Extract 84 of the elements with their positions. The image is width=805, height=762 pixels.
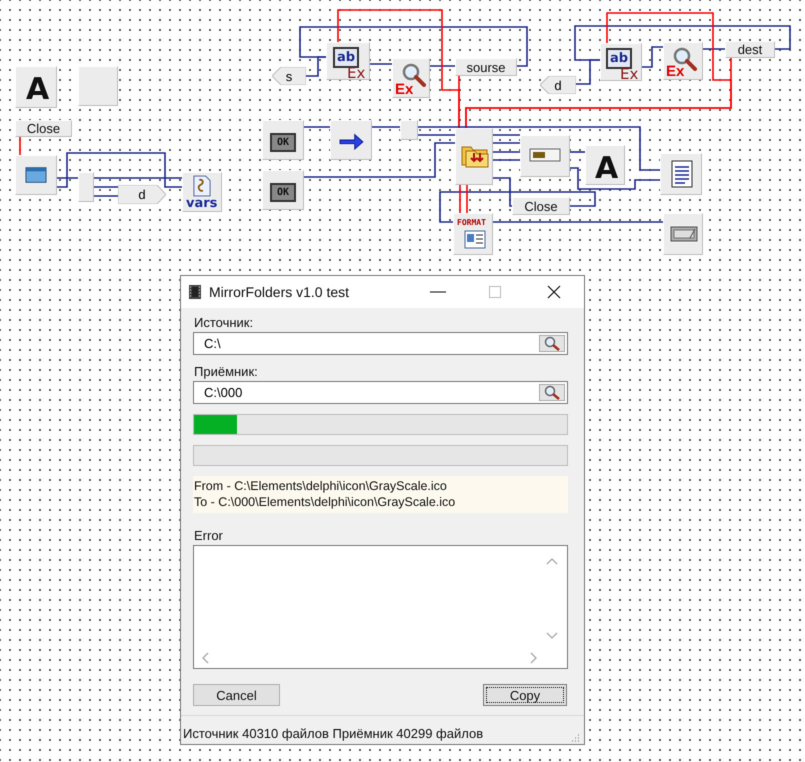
- component-label: d: [138, 188, 146, 201]
- label-glyph: A: [26, 72, 50, 107]
- data-wire: [418, 126, 660, 171]
- path-text: To - C:\000\Elements\delphi\icon\GrayScale.ico: [194, 495, 456, 509]
- field-label: Error: [194, 528, 223, 543]
- component-label: sourse: [466, 60, 506, 74]
- label-component: [585, 145, 625, 185]
- input-field: C:\: [193, 332, 568, 355]
- data-wire: [493, 134, 520, 136]
- window-title: MirrorFolders v1.0 test: [209, 285, 350, 299]
- edit-component: [326, 42, 370, 80]
- data-wire: [642, 46, 663, 68]
- data-wire: [57, 177, 78, 179]
- data-wire: [493, 159, 520, 161]
- data-wire: [57, 152, 182, 188]
- data-wire: [703, 48, 725, 50]
- data-tag: [540, 76, 576, 94]
- data-wire: [493, 151, 520, 153]
- component-label: ab: [606, 48, 632, 69]
- component-label: OK: [270, 183, 296, 202]
- component-label: vars: [186, 196, 218, 211]
- data-wire: [94, 195, 118, 197]
- label-component: [15, 66, 57, 108]
- data-wire: [570, 167, 660, 190]
- signal-wire: [458, 76, 460, 128]
- data-wire: [439, 191, 596, 223]
- find-component: [392, 58, 430, 98]
- status-text: Источник 40310 файлов Приёмник 40299 файлов: [183, 726, 484, 741]
- memo-component: [660, 153, 702, 195]
- signal-wire: [466, 185, 468, 213]
- signal-wire: [459, 185, 461, 213]
- component-label: s: [286, 70, 292, 82]
- format-component: [453, 213, 493, 255]
- variables-component: [182, 172, 222, 212]
- component-label: ab: [333, 47, 360, 68]
- variable-component: [455, 58, 517, 76]
- push-button: Cancel: [193, 684, 280, 706]
- component-label: FORMAT: [457, 218, 486, 227]
- button-component: [262, 120, 304, 160]
- component-label: dest: [738, 43, 762, 56]
- data-wire: [574, 25, 791, 61]
- data-wire: [370, 63, 392, 65]
- progress-component: [520, 135, 570, 177]
- button-component: [15, 120, 72, 137]
- data-wire: [493, 177, 512, 207]
- data-tag: [272, 67, 306, 85]
- label-glyph: A: [595, 151, 618, 186]
- arrow-component: [330, 120, 372, 160]
- path-text: From - C:\Elements\delphi\icon\GrayScale.ico: [194, 479, 447, 493]
- folder-component: [455, 128, 493, 185]
- data-wire: [299, 26, 528, 67]
- data-wire: [304, 126, 330, 128]
- data-wire: [94, 186, 118, 188]
- data-wire: [304, 142, 455, 178]
- component-label: Close: [524, 200, 558, 212]
- data-wire: [94, 177, 182, 179]
- data-wire: [493, 221, 663, 223]
- component-label: Close: [26, 122, 60, 135]
- button-component: [512, 197, 570, 215]
- data-wire: [493, 142, 520, 144]
- component-label: Ex: [395, 81, 414, 98]
- component-label: Ex: [666, 63, 684, 80]
- panel-component: [663, 213, 703, 255]
- button-component: [262, 170, 304, 210]
- data-wire: [430, 65, 455, 67]
- find-component: [663, 42, 703, 80]
- data-wire: [570, 151, 585, 153]
- signal-wire: [465, 58, 732, 128]
- hub-component: [400, 120, 418, 140]
- component-block: [78, 66, 118, 106]
- component-label: OK: [270, 133, 296, 152]
- data-wire: [418, 134, 455, 136]
- field-label: Приёмник:: [194, 364, 258, 379]
- push-button: Copy: [483, 684, 567, 706]
- data-tag: [118, 185, 166, 204]
- edit-component: [600, 43, 642, 81]
- field-label: Источник:: [194, 315, 254, 330]
- signal-wire: [19, 137, 21, 155]
- variable-component: [725, 41, 775, 58]
- form-component: [15, 155, 57, 195]
- input-field: C:\000: [193, 381, 568, 404]
- data-wire: [372, 126, 400, 128]
- component-label: d: [554, 78, 562, 92]
- hub-component: [78, 172, 94, 202]
